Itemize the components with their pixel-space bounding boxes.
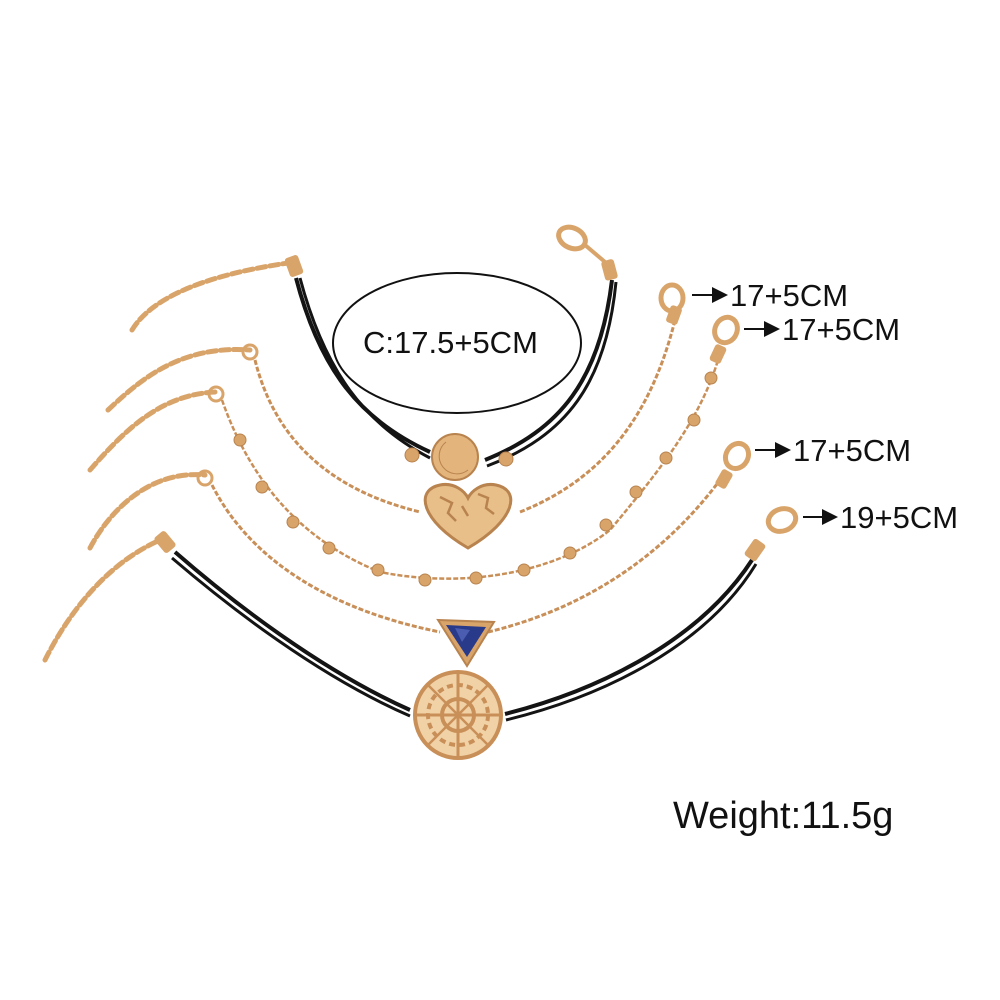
- crescent-moon-icon: [431, 433, 479, 481]
- size-label-triangle: 17+5CM: [793, 433, 912, 468]
- size-arrows: [692, 287, 838, 525]
- bracelet-moon: [129, 224, 618, 481]
- bracelet-world-heart: [105, 282, 686, 550]
- size-label-beads: 17+5CM: [782, 312, 901, 347]
- bracelet-beads: [87, 314, 740, 587]
- size-label-moon: C:17.5+5CM: [363, 325, 538, 360]
- size-label-filigree: 19+5CM: [840, 500, 959, 535]
- weight-label: Weight:11.5g: [673, 795, 894, 837]
- extension-chain: [129, 259, 298, 333]
- blue-triangle-stone-icon: [436, 618, 496, 668]
- bracelet-filigree: [42, 506, 799, 760]
- size-label-world-heart: 17+5CM: [730, 278, 849, 313]
- filigree-disc-icon: [413, 670, 503, 760]
- size-oval: [332, 272, 582, 414]
- world-map-heart-icon: [423, 482, 513, 550]
- bracelet-triangle: [87, 440, 752, 668]
